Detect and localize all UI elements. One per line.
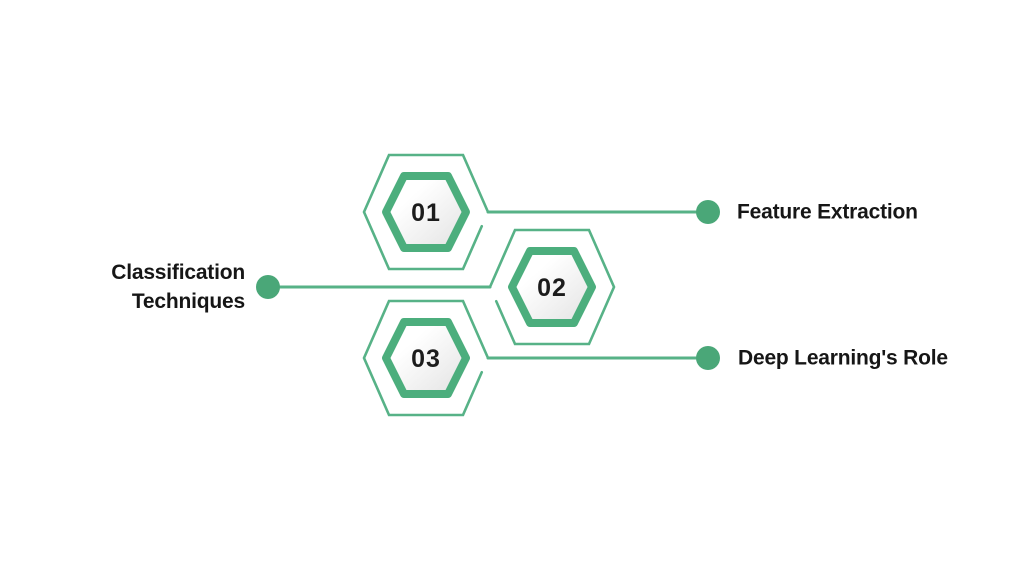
- step-2-connector-dot: [256, 275, 280, 299]
- step-2-inner-hexagon: [508, 247, 596, 327]
- step-1-label: Feature Extraction: [737, 200, 918, 224]
- step-2-connector: [256, 275, 492, 299]
- step-3-connector: [486, 346, 720, 370]
- step-3-outer-outline: [362, 299, 490, 417]
- step-3-hexagon: 03: [362, 299, 490, 417]
- step-1-connector: [486, 200, 720, 224]
- step-2-hexagon: 02: [488, 228, 616, 346]
- step-1-number: 01: [411, 199, 441, 227]
- step-3-number: 03: [411, 345, 441, 373]
- step-1-inner-hexagon: [382, 172, 470, 252]
- step-3-label: Deep Learning's Role: [738, 346, 948, 370]
- step-1-hexagon: 01: [362, 153, 490, 271]
- step-2-label: Classification Techniques: [111, 261, 245, 313]
- step-2-number: 02: [537, 274, 567, 302]
- step-3-inner-hexagon: [382, 318, 470, 398]
- step-1-connector-dot: [696, 200, 720, 224]
- step-3-connector-dot: [696, 346, 720, 370]
- step-2-outer-outline: [488, 228, 616, 346]
- step-1-outer-outline: [362, 153, 490, 271]
